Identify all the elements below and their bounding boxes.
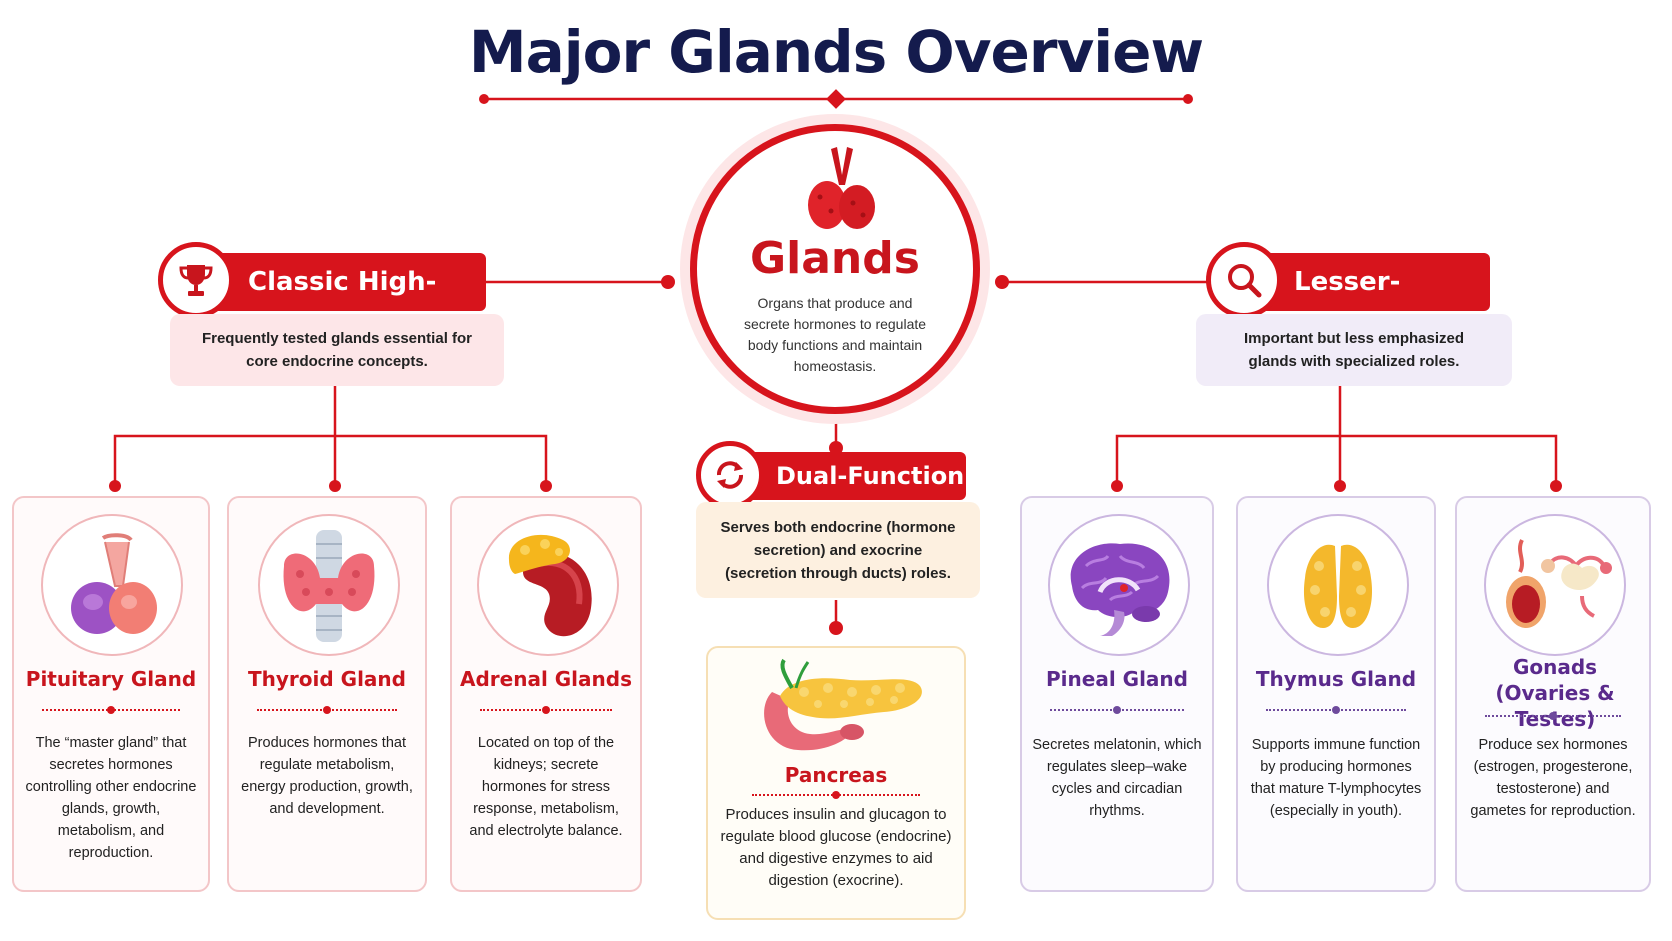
gland-card-pancreas: Pancreas Produces insulin and glucagon t…	[706, 646, 966, 920]
gland-name: Pancreas	[784, 763, 888, 787]
gland-card-thymus: Thymus Gland Supports immune function by…	[1236, 496, 1436, 892]
gland-description: The “master gland” that secretes hormone…	[25, 735, 197, 861]
classic-note: Frequently tested glands essential for c…	[170, 314, 504, 386]
center-title: Glands	[750, 233, 920, 284]
gland-card-pituitary: Pituitary Gland The “master gland” that …	[12, 496, 210, 892]
pituitary-gland-icon	[41, 514, 183, 656]
dual-banner-label: Dual-Function	[776, 462, 965, 490]
thymus-gland-icon	[1267, 514, 1409, 656]
lesser-note: Important but less emphasized glands wit…	[1196, 314, 1512, 386]
thyroid-gland-icon	[258, 514, 400, 656]
gland-name: Pituitary Gland	[25, 667, 197, 691]
glands-center-node: Glands Organs that produce and secrete h…	[690, 124, 980, 414]
page-title: Major Glands Overview	[468, 18, 1204, 86]
thyroid-lobes-icon	[808, 147, 875, 229]
gland-name: Adrenal Glands	[459, 667, 632, 691]
gland-description: Located on top of the kidneys; secrete h…	[469, 735, 623, 839]
gland-name: Pineal Gland	[1046, 667, 1188, 691]
gland-description: Produce sex hormones (estrogen, progeste…	[1470, 737, 1636, 819]
dual-function-banner: Dual-Function	[736, 452, 966, 500]
gland-card-thyroid: Thyroid Gland Produces hormones that reg…	[227, 496, 427, 892]
gland-description: Secretes melatonin, which regulates slee…	[1032, 737, 1202, 819]
center-description: Organs that produce and secrete hormones…	[743, 295, 927, 374]
gonads-icon	[1484, 514, 1626, 656]
pineal-brain-icon	[1048, 514, 1190, 656]
gland-name: Thyroid Gland	[248, 667, 406, 691]
gland-name: Gonads (Ovaries & Testes)	[1495, 655, 1615, 731]
gland-card-pineal: Pineal Gland Secretes melatonin, which r…	[1020, 496, 1214, 892]
dual-note: Serves both endocrine (hormone secretion…	[696, 502, 980, 598]
trophy-icon	[158, 242, 234, 318]
cycle-arrows-icon	[696, 441, 764, 509]
gland-card-gonads: Gonads (Ovaries & Testes) Produce sex ho…	[1455, 496, 1651, 892]
classic-high-yield-banner: Classic High-Yield	[196, 253, 486, 355]
gland-name: Thymus Gland	[1255, 667, 1417, 691]
magnifier-icon	[1206, 242, 1282, 318]
gland-description: Produces hormones that regulate metaboli…	[241, 735, 413, 817]
gland-description: Supports immune function by producing ho…	[1250, 737, 1422, 819]
pancreas-icon	[764, 658, 922, 751]
gland-card-adrenal: Adrenal Glands Located on top of the kid…	[450, 496, 642, 892]
gland-description: Produces insulin and glucagon to regulat…	[720, 806, 952, 889]
adrenal-gland-icon	[477, 514, 619, 656]
